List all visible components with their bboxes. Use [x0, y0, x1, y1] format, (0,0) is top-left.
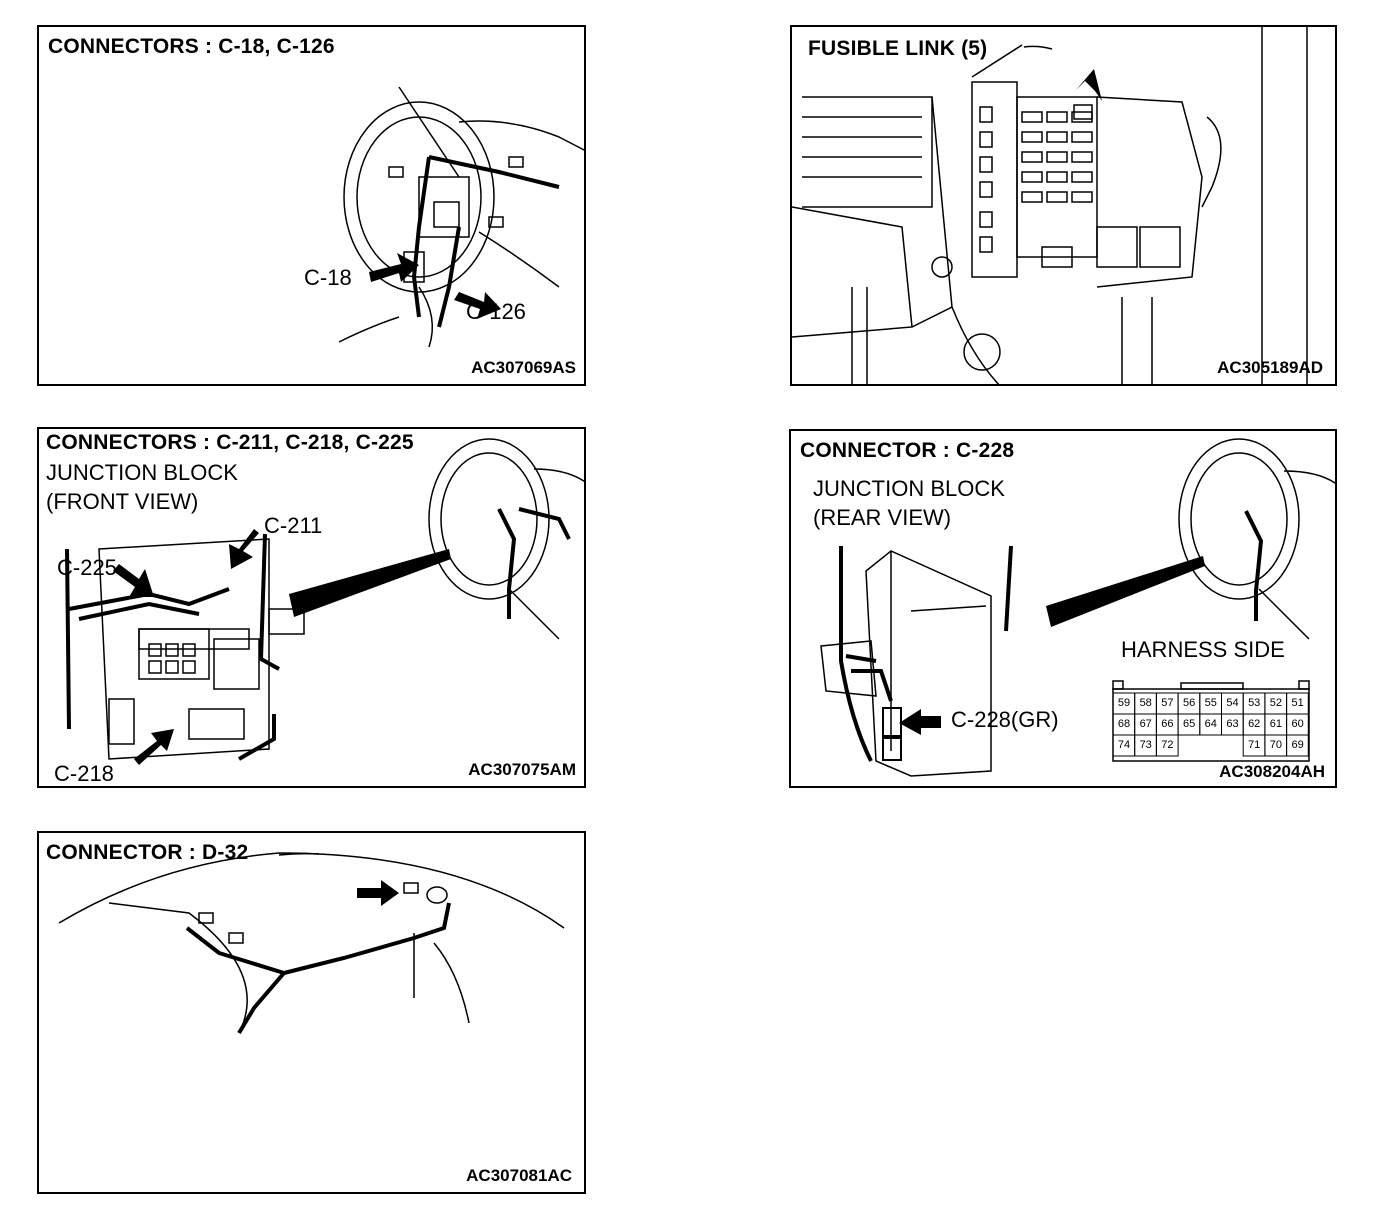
label-c218: C-218	[54, 761, 114, 786]
subtitle-junction-block: JUNCTION BLOCK	[46, 460, 238, 485]
steering-column-illustration	[338, 86, 584, 348]
figure-code: AC305189AD	[1217, 358, 1323, 377]
panel-connector-d32: CONNECTOR : D-32 AC307081AC	[37, 831, 586, 1194]
figure-code: AC307075AM	[468, 760, 576, 779]
harness-pin-grid	[1112, 692, 1309, 757]
pin-number: 61	[1269, 718, 1283, 730]
fuse-box-illustration	[792, 27, 1308, 384]
pin-number: 56	[1182, 697, 1196, 709]
figure-code: AC307081AC	[466, 1166, 572, 1185]
pin-number: 68	[1117, 718, 1131, 730]
pin-cell	[1286, 734, 1309, 757]
figure-code: AC307069AS	[471, 358, 576, 377]
panel-fusible-link: FUSIBLE LINK (5) AC305189AD	[790, 25, 1337, 386]
panel-connectors-c211-c218-c225: CONNECTORS : C-211, C-218, C-225 JUNCTIO…	[37, 427, 586, 788]
pin-number: 72	[1161, 739, 1174, 751]
panel-title: CONNECTORS : C-211, C-218, C-225	[46, 431, 414, 454]
pin-number: 53	[1248, 697, 1261, 709]
figure-code: AC308204AH	[1219, 762, 1325, 781]
pin-number: 65	[1182, 718, 1196, 730]
junction-block-front-illustration	[65, 438, 584, 765]
pin-number: 69	[1291, 739, 1304, 751]
pin-number: 71	[1248, 739, 1261, 751]
label-c228-gr: C-228(GR)	[951, 707, 1059, 732]
label-c18: C-18	[304, 265, 352, 290]
pin-number: 59	[1117, 697, 1131, 709]
pin-number: 74	[1117, 739, 1131, 751]
pin-number: 67	[1139, 718, 1152, 730]
pin-number: 52	[1269, 697, 1283, 709]
pin-number: 51	[1291, 697, 1304, 709]
pin-number: 57	[1161, 697, 1174, 709]
subtitle-front-view: (FRONT VIEW)	[46, 489, 199, 514]
junction-block-rear-illustration	[820, 438, 1335, 777]
subtitle-junction-block: JUNCTION BLOCK	[813, 476, 1005, 501]
pin-number: 55	[1204, 697, 1217, 709]
harness-side-label: HARNESS SIDE	[1121, 637, 1285, 662]
label-c211: C-211	[264, 513, 323, 538]
panel-connector-c228: CONNECTOR : C-228 JUNCTION BLOCK (REAR V…	[789, 429, 1337, 788]
label-c225: C-225	[57, 555, 117, 580]
panel-title: CONNECTORS : C-18, C-126	[48, 35, 335, 58]
panel-title: CONNECTOR : C-228	[800, 439, 1015, 462]
pin-number: 73	[1139, 739, 1152, 751]
pin-number: 60	[1291, 718, 1304, 730]
panel-title: FUSIBLE LINK (5)	[808, 37, 988, 60]
pin-number: 66	[1161, 718, 1174, 730]
pin-number: 54	[1226, 697, 1239, 709]
pin-number: 62	[1248, 718, 1261, 730]
roof-harness-illustration	[58, 852, 565, 1035]
pin-number: 64	[1204, 718, 1217, 730]
pin-number: 58	[1139, 697, 1152, 709]
panel-title: CONNECTOR : D-32	[46, 841, 249, 864]
pin-cell	[1155, 734, 1179, 757]
pin-number: 70	[1269, 739, 1283, 751]
label-c126: C-126	[466, 299, 526, 324]
panel-connectors-c18-c126: CONNECTORS : C-18, C-126 C-18 C-126 AC30…	[37, 25, 586, 386]
pin-number: 63	[1226, 718, 1239, 730]
subtitle-rear-view: (REAR VIEW)	[813, 505, 952, 530]
